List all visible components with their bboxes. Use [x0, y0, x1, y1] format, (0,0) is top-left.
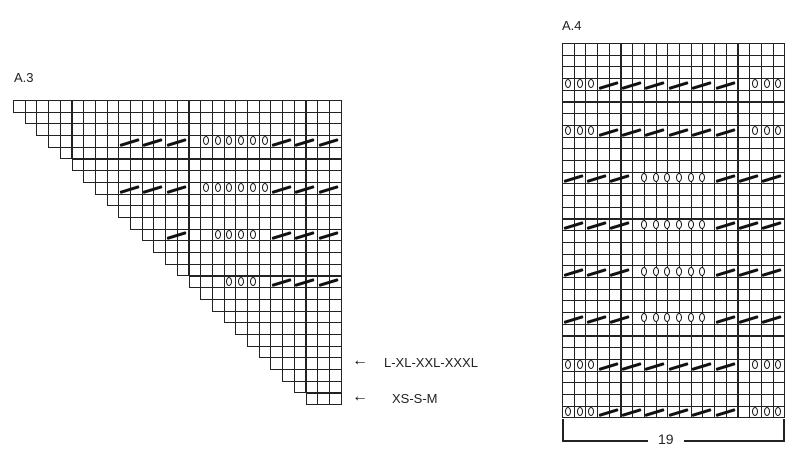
yarn-over-icon — [640, 266, 647, 276]
yarn-over-icon — [676, 219, 682, 229]
yarn-over-icon — [576, 360, 583, 370]
yarn-over-icon — [564, 79, 571, 89]
yarn-over-icon — [687, 266, 694, 276]
yarn-over-icon — [763, 360, 770, 370]
size-marker-label: L-XL-XXL-XXXL — [384, 355, 478, 371]
yarn-over-icon — [699, 219, 706, 229]
grid-cell — [328, 392, 342, 406]
yarn-over-icon — [640, 219, 647, 229]
yarn-over-icon — [261, 183, 268, 193]
yarn-over-icon — [588, 79, 595, 89]
yarn-over-icon — [249, 230, 256, 240]
yarn-over-icon — [752, 126, 759, 136]
yarn-over-icon — [752, 407, 759, 417]
yarn-over-icon — [752, 79, 759, 89]
yarn-over-icon — [752, 360, 759, 370]
yarn-over-icon — [763, 126, 770, 136]
yarn-over-icon — [226, 136, 233, 146]
yarn-over-icon — [564, 126, 571, 136]
yarn-over-icon — [775, 360, 782, 370]
yarn-over-icon — [664, 266, 671, 276]
yarn-over-icon — [676, 266, 682, 276]
yarn-over-icon — [699, 313, 706, 323]
yarn-over-icon — [664, 313, 671, 323]
yarn-over-icon — [699, 173, 706, 183]
yarn-over-icon — [238, 183, 245, 193]
yarn-over-icon — [203, 136, 210, 146]
yarn-over-icon — [249, 183, 256, 193]
yarn-over-icon — [687, 313, 694, 323]
yarn-over-icon — [214, 183, 221, 193]
yarn-over-icon — [588, 126, 595, 136]
chart-a3-title: A.3 — [14, 70, 34, 85]
stitch-count-label: 19 — [648, 431, 684, 447]
yarn-over-icon — [652, 266, 659, 276]
yarn-over-icon — [238, 230, 245, 240]
yarn-over-icon — [214, 230, 221, 240]
yarn-over-icon — [775, 126, 782, 136]
yarn-over-icon — [214, 136, 221, 146]
yarn-over-icon — [664, 219, 671, 229]
yarn-over-icon — [249, 136, 256, 146]
yarn-over-icon — [699, 266, 706, 276]
yarn-over-icon — [763, 79, 770, 89]
yarn-over-icon — [576, 126, 583, 136]
yarn-over-icon — [676, 173, 682, 183]
yarn-over-icon — [652, 313, 659, 323]
yarn-over-icon — [226, 230, 233, 240]
yarn-over-icon — [203, 183, 210, 193]
yarn-over-icon — [576, 79, 583, 89]
yarn-over-icon — [676, 313, 682, 323]
yarn-over-icon — [640, 173, 647, 183]
yarn-over-icon — [652, 173, 659, 183]
chart-a4-title: A.4 — [562, 18, 582, 33]
yarn-over-icon — [775, 407, 782, 417]
yarn-over-icon — [564, 407, 571, 417]
yarn-over-icon — [238, 276, 245, 286]
yarn-over-icon — [640, 313, 647, 323]
yarn-over-icon — [249, 276, 256, 286]
yarn-over-icon — [687, 219, 694, 229]
yarn-over-icon — [687, 173, 694, 183]
yarn-over-icon — [261, 136, 268, 146]
arrow-left-icon: ← — [352, 352, 368, 370]
size-marker-label: XS-S-M — [392, 390, 438, 406]
yarn-over-icon — [226, 276, 233, 286]
yarn-over-icon — [763, 407, 770, 417]
yarn-over-icon — [588, 407, 595, 417]
yarn-over-icon — [775, 79, 782, 89]
yarn-over-icon — [238, 136, 245, 146]
yarn-over-icon — [576, 407, 583, 417]
yarn-over-icon — [564, 360, 571, 370]
yarn-over-icon — [588, 360, 595, 370]
yarn-over-icon — [652, 219, 659, 229]
yarn-over-icon — [664, 173, 671, 183]
arrow-left-icon: ← — [352, 387, 368, 405]
yarn-over-icon — [226, 183, 233, 193]
